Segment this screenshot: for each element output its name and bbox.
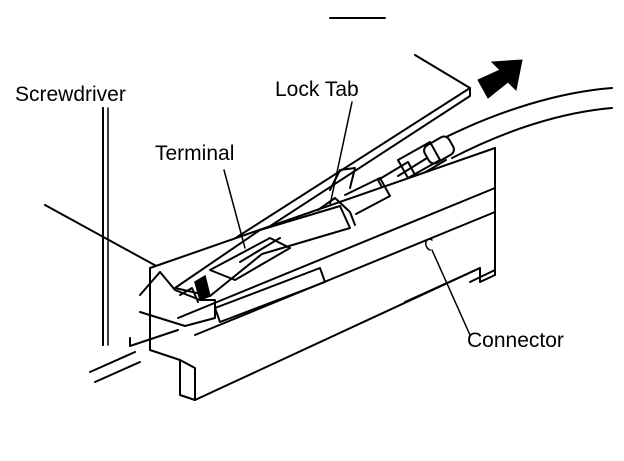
terminal-cavity	[139, 167, 391, 327]
lock-tab-label: Lock Tab	[275, 78, 359, 101]
terminal-label: Terminal	[155, 142, 235, 165]
arrow-up-right-icon	[477, 59, 523, 99]
connector-housing	[89, 147, 496, 401]
screwdriver-label: Screwdriver	[15, 83, 126, 106]
connector-label: Connector	[467, 329, 564, 352]
leader-lines	[107, 101, 471, 346]
connector-latch-mark	[425, 238, 433, 251]
